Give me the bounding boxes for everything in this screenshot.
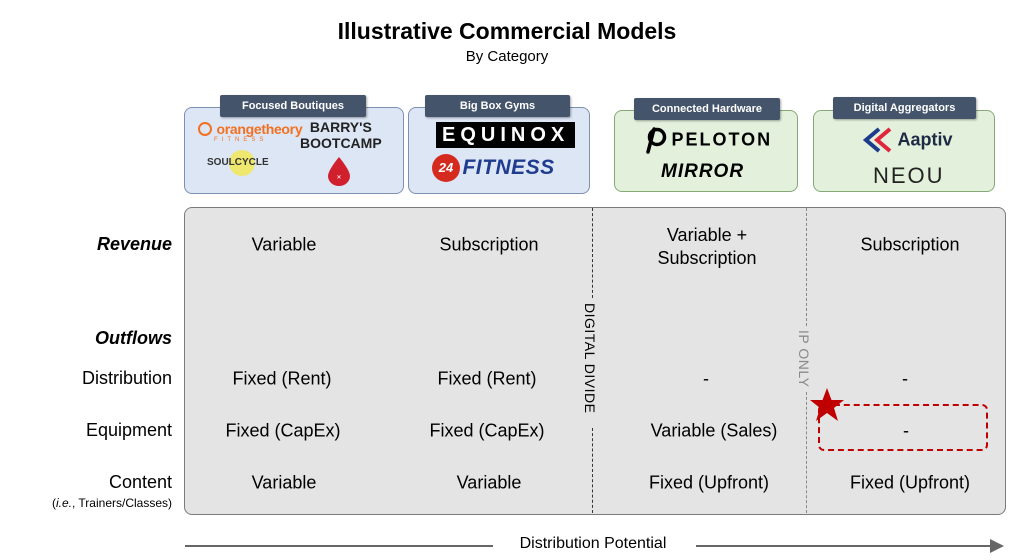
- axis-line-right: [696, 545, 992, 547]
- cell-content-connected-hardware: Fixed (Upfront): [648, 472, 770, 493]
- cell-content-boutiques: Variable: [251, 472, 317, 493]
- cell-content-aggregators: Fixed (Upfront): [849, 472, 971, 493]
- cell-content-big-box: Variable: [456, 472, 522, 493]
- axis-label: Distribution Potential: [519, 535, 667, 552]
- axis-line-left: [185, 545, 493, 547]
- digital-divide-label: DIGITAL DIVIDE: [582, 303, 598, 414]
- 24-hour-fitness-logo: 24 FITNESS: [432, 154, 555, 182]
- ip-only-line-top: [806, 208, 807, 326]
- model-grid: [184, 207, 1006, 515]
- cell-revenue-aggregators: Subscription: [860, 234, 960, 255]
- category-tab-focused-boutiques: Focused Boutiques: [220, 95, 366, 117]
- cell-revenue-boutiques: Variable: [251, 234, 317, 255]
- row-label-content: Content: [108, 472, 172, 492]
- 24-hour-badge-icon: 24: [432, 154, 460, 182]
- ip-only-label: IP ONLY: [796, 330, 812, 388]
- arrow-right-icon: [990, 539, 1004, 553]
- cell-equipment-big-box: Fixed (CapEx): [429, 420, 545, 441]
- equipment-highlight-box: [818, 404, 988, 451]
- cell-distribution-aggregators: -: [902, 368, 908, 389]
- cell-equipment-boutiques: Fixed (CapEx): [225, 420, 341, 441]
- cell-equipment-aggregators: -: [903, 420, 909, 441]
- soulcycle-logo: SOULCYCLE: [207, 150, 269, 176]
- orangetheory-logo: orangetheory: [198, 120, 303, 138]
- orangetheory-subtext: FITNESS: [214, 137, 268, 143]
- category-box-connected-hardware: [614, 110, 798, 192]
- category-box-focused-boutiques: [184, 107, 404, 194]
- equinox-logo: EQUINOX: [436, 122, 576, 148]
- neou-logo: NEOU: [873, 163, 945, 188]
- digital-divide-line-bottom: [592, 428, 593, 513]
- category-tab-big-box-gyms: Big Box Gyms: [425, 95, 570, 117]
- ip-only-line-bottom: [806, 392, 807, 513]
- cell-equipment-connected-hardware: Variable (Sales): [650, 420, 778, 441]
- category-box-digital-aggregators: [813, 110, 995, 192]
- svg-text:✕: ✕: [336, 175, 341, 181]
- cell-revenue-connected-hardware: Variable + Subscription: [657, 225, 757, 268]
- category-tab-connected-hardware: Connected Hardware: [634, 98, 780, 120]
- barrys-bootcamp-logo: BARRY'S BOOTCAMP: [300, 119, 382, 151]
- blood-drop-logo: ✕: [326, 156, 352, 191]
- peloton-logo: PELOTON: [645, 126, 772, 154]
- mirror-logo: MIRROR: [661, 161, 745, 182]
- row-label-distribution: Distribution: [81, 368, 172, 388]
- category-tab-digital-aggregators: Digital Aggregators: [833, 97, 976, 119]
- page-subtitle: By Category: [465, 48, 549, 65]
- row-label-equipment: Equipment: [85, 420, 172, 440]
- aaptiv-logo: Aaptiv: [862, 127, 952, 153]
- row-label-revenue: Revenue: [96, 234, 172, 254]
- soulcycle-wheel-icon: [229, 150, 255, 176]
- page-title: Illustrative Commercial Models: [337, 18, 677, 44]
- digital-divide-line-top: [592, 208, 593, 298]
- blood-drop-icon: ✕: [328, 157, 350, 186]
- aaptiv-chevron-icon: [862, 127, 892, 153]
- orangetheory-icon: [198, 121, 212, 136]
- cell-distribution-big-box: Fixed (Rent): [437, 368, 537, 389]
- row-label-outflows: Outflows: [95, 328, 172, 348]
- cell-distribution-connected-hardware: -: [703, 368, 709, 389]
- star-icon: [810, 388, 844, 421]
- row-note-content: (i.e., Trainers/Classes): [51, 496, 172, 510]
- cell-distribution-boutiques: Fixed (Rent): [232, 368, 332, 389]
- cell-revenue-big-box: Subscription: [439, 234, 539, 255]
- peloton-p-icon: [646, 127, 667, 154]
